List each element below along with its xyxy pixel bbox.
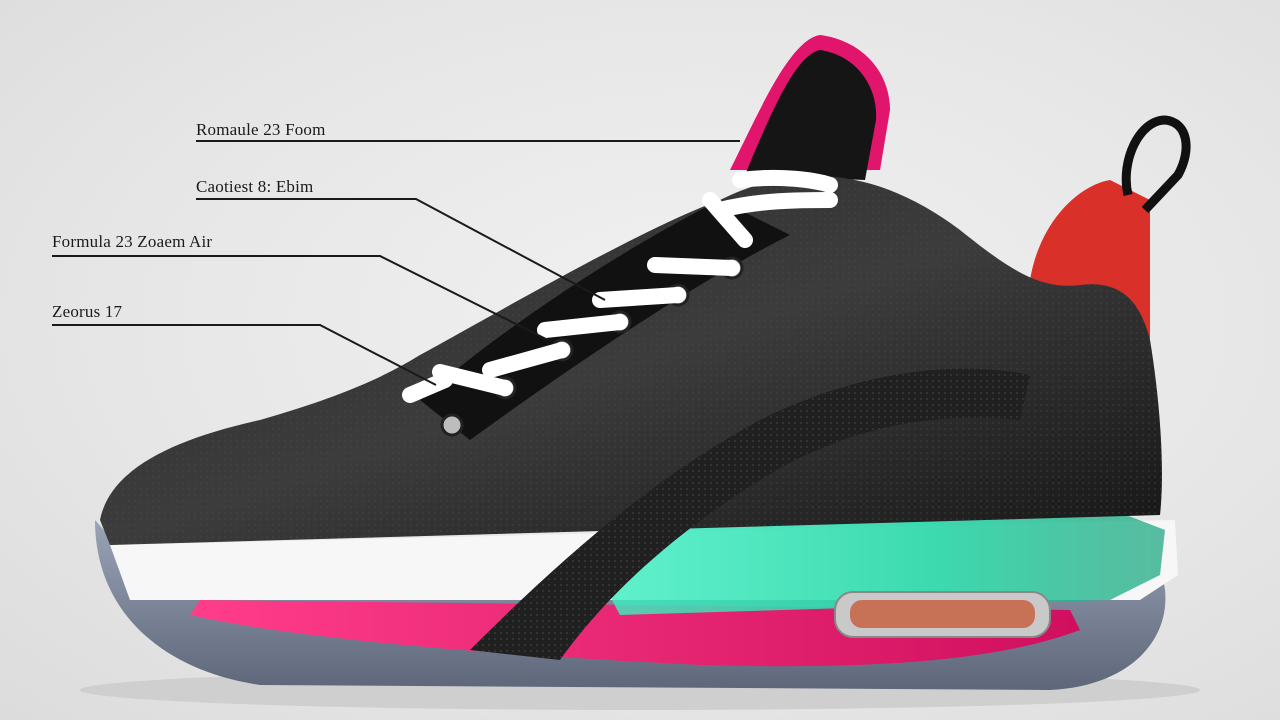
laces xyxy=(402,169,838,403)
callout-formula-foam: Romaule 23 Foom xyxy=(196,120,326,139)
tongue xyxy=(745,50,877,180)
teal-air-unit xyxy=(598,505,1165,615)
heel-pull-tab xyxy=(1121,115,1191,214)
callout-zoom-unit: Zeorus 17 xyxy=(52,302,123,321)
upper-mesh-texture xyxy=(100,176,1162,545)
callout-zoom-air: Formula 23 Zoaem Air xyxy=(52,232,213,251)
callout-lines xyxy=(52,140,740,386)
callout-carbon-plate: Caotiest 8: Ebim xyxy=(196,177,314,196)
heel-air-core xyxy=(850,600,1035,628)
side-overlay-texture xyxy=(470,368,1030,660)
